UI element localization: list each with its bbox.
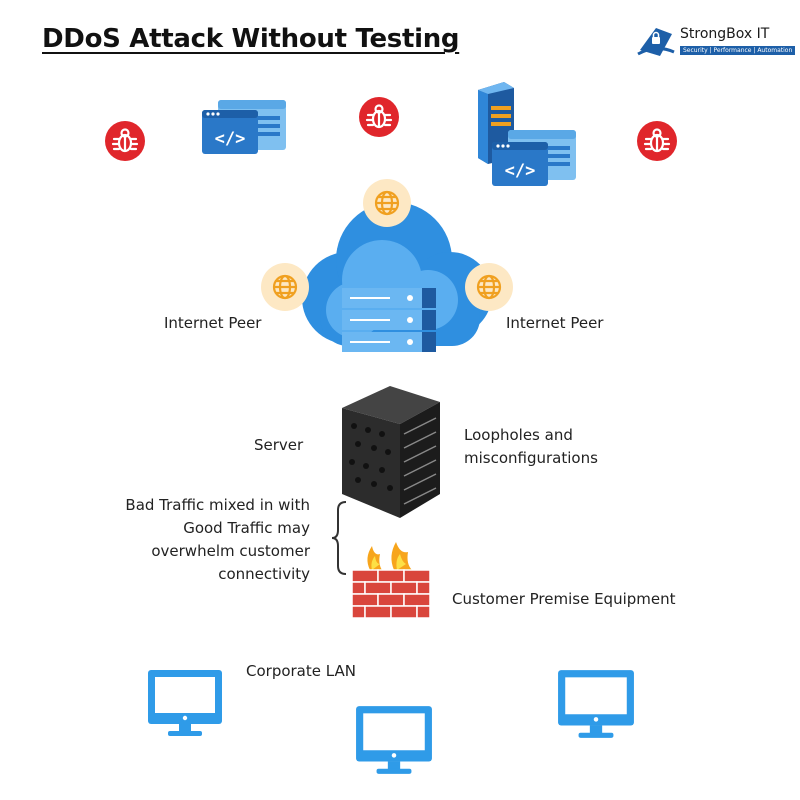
bad-traffic-label: Bad Traffic mixed in with Good Traffic m… [90, 494, 310, 586]
loopholes-line-1: Loopholes and [464, 426, 573, 444]
bad-traffic-line-2: Good Traffic may [183, 519, 310, 537]
page-title: DDoS Attack Without Testing [42, 24, 460, 54]
svg-text:</>: </> [505, 161, 536, 181]
server-rack-icon [342, 386, 440, 518]
internet-peer-left-label: Internet Peer [164, 314, 262, 332]
bad-traffic-line-3: overwhelm customer [151, 542, 310, 560]
code-window-icon: </> [202, 100, 286, 154]
corporate-lan-label: Corporate LAN [246, 662, 356, 680]
monitor-icon [356, 706, 432, 774]
bad-traffic-line-1: Bad Traffic mixed in with [125, 496, 310, 514]
brand-tagline: Security | Performance | Automation [680, 46, 796, 55]
server-label: Server [254, 436, 304, 454]
monitor-icon [558, 670, 634, 738]
server-rack-icon [342, 288, 436, 352]
svg-text:</>: </> [215, 129, 246, 149]
shield-lock-icon [637, 28, 675, 56]
bug-icon [105, 121, 145, 161]
loopholes-line-2: misconfigurations [464, 449, 598, 467]
cpe-label: Customer Premise Equipment [452, 590, 676, 608]
internet-peer-right-label: Internet Peer [506, 314, 604, 332]
cloud-icon [302, 202, 492, 352]
bad-traffic-line-4: connectivity [218, 565, 310, 583]
brand-name: StrongBox IT [680, 26, 770, 42]
globe-icon [261, 263, 309, 311]
code-window-icon: </> [492, 130, 576, 186]
monitor-icon [148, 670, 222, 736]
curly-brace-icon [331, 501, 347, 575]
bug-icon [359, 97, 399, 137]
brand-logo [636, 24, 676, 60]
globe-icon [465, 263, 513, 311]
globe-icon [363, 179, 411, 227]
firewall-icon [351, 542, 431, 619]
bug-icon [637, 121, 677, 161]
loopholes-label: Loopholes and misconfigurations [464, 424, 598, 470]
